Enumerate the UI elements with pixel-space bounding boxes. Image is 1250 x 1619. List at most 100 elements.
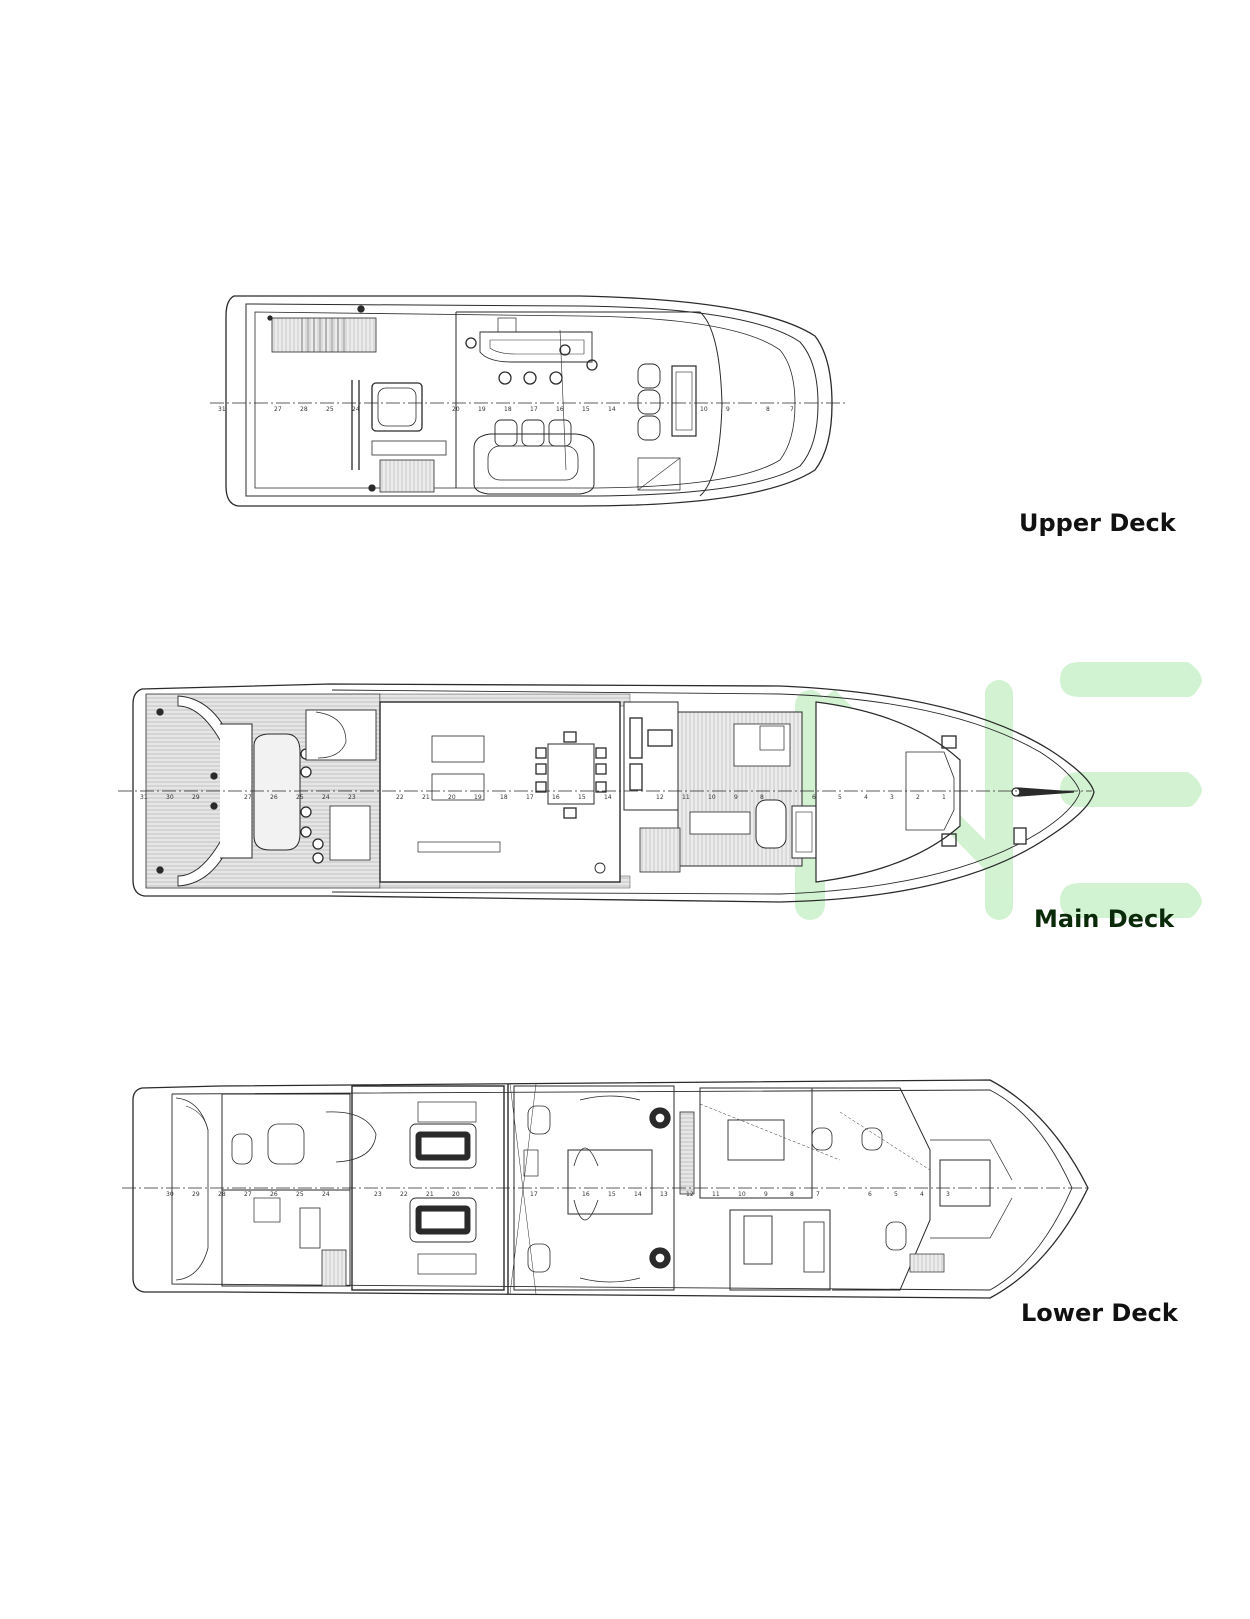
lower-sink-stbd [649,1247,671,1269]
upper-aft-stair [271,317,377,353]
svg-text:8: 8 [790,1191,794,1198]
lower-engine-port [409,1123,477,1169]
lower-forepeak-cabin [939,1159,991,1207]
svg-text:10: 10 [708,794,716,801]
svg-text:14: 14 [604,794,612,801]
upper-helm-console [671,365,697,437]
svg-text:29: 29 [192,1191,200,1198]
svg-text:24: 24 [352,406,360,413]
svg-text:28: 28 [218,1191,226,1198]
lower-crew-cabin-port [221,1093,351,1191]
lower-vip-cabin [699,1087,813,1199]
svg-text:2: 2 [916,794,920,801]
svg-text:4: 4 [864,794,868,801]
svg-text:17: 17 [526,794,534,801]
svg-text:21: 21 [426,1191,434,1198]
svg-text:13: 13 [660,1191,668,1198]
svg-text:8: 8 [766,406,770,413]
svg-text:1: 1 [942,794,946,801]
svg-text:3: 3 [946,1191,950,1198]
svg-text:27: 27 [244,794,252,801]
svg-text:17: 17 [530,1191,538,1198]
svg-text:26: 26 [270,1191,278,1198]
svg-text:21: 21 [422,794,430,801]
svg-text:15: 15 [582,406,590,413]
svg-text:12: 12 [656,794,664,801]
main-galley [623,701,679,811]
svg-text:15: 15 [608,1191,616,1198]
svg-text:7: 7 [816,1191,820,1198]
main-dining-table [547,743,595,805]
svg-text:9: 9 [726,406,730,413]
svg-text:3: 3 [890,794,894,801]
main-deck-label: Main Deck [1034,905,1175,933]
svg-text:24: 24 [322,794,330,801]
svg-text:7: 7 [790,406,794,413]
svg-text:10: 10 [738,1191,746,1198]
svg-text:10: 10 [700,406,708,413]
main-saloon [379,701,621,883]
upper-sofa [473,433,595,495]
svg-text:11: 11 [712,1191,720,1198]
svg-text:25: 25 [296,794,304,801]
svg-text:20: 20 [452,406,460,413]
lower-engine-stbd [409,1197,477,1243]
svg-text:16: 16 [582,1191,590,1198]
lower-deck-label: Lower Deck [1021,1299,1178,1327]
svg-text:9: 9 [764,1191,768,1198]
upper-deck-label: Upper Deck [1019,509,1176,537]
svg-text:22: 22 [400,1191,408,1198]
svg-text:14: 14 [608,406,616,413]
svg-text:20: 20 [448,794,456,801]
upper-hull-outline [225,295,833,507]
svg-text:20: 20 [452,1191,460,1198]
upper-jacuzzi [371,382,423,432]
svg-text:27: 27 [274,406,282,413]
svg-text:30: 30 [166,794,174,801]
lower-sink-port [649,1107,671,1129]
svg-text:19: 19 [478,406,486,413]
svg-text:30: 30 [166,1191,174,1198]
lower-frame-numbers: 30 29 28 27 26 25 24 23 22 21 20 17 16 15 14 13 12 1… [166,1191,950,1198]
svg-text:22: 22 [396,794,404,801]
svg-text:29: 29 [192,794,200,801]
svg-text:4: 4 [920,1191,924,1198]
upper-hull-inner [245,303,819,497]
lower-hull-outline [132,1079,1089,1299]
upper-bar-counter [479,331,593,363]
svg-text:6: 6 [812,794,816,801]
svg-text:8: 8 [760,794,764,801]
svg-text:31: 31 [218,406,226,413]
upper-deck-plan [210,295,845,507]
svg-text:28: 28 [300,406,308,413]
svg-text:14: 14 [634,1191,642,1198]
svg-text:18: 18 [500,794,508,801]
lower-deck-plan [122,1079,1090,1299]
svg-text:15: 15 [578,794,586,801]
main-hull-outline [132,683,1095,903]
lower-crew-cabin-stbd [221,1189,351,1287]
svg-text:23: 23 [374,1191,382,1198]
svg-text:24: 24 [322,1191,330,1198]
svg-text:5: 5 [894,1191,898,1198]
svg-text:17: 17 [530,406,538,413]
lower-guest-cabin [729,1209,831,1291]
svg-text:11: 11 [682,794,690,801]
svg-text:25: 25 [296,1191,304,1198]
main-aft-table [253,733,301,851]
svg-text:31: 31 [140,794,148,801]
svg-text:19: 19 [474,794,482,801]
svg-text:27: 27 [244,1191,252,1198]
svg-text:12: 12 [686,1191,694,1198]
svg-text:9: 9 [734,794,738,801]
svg-text:16: 16 [556,406,564,413]
svg-text:25: 25 [326,406,334,413]
main-deck-plan [118,683,1095,903]
svg-text:23: 23 [348,794,356,801]
svg-text:5: 5 [838,794,842,801]
svg-text:6: 6 [868,1191,872,1198]
svg-text:16: 16 [552,794,560,801]
